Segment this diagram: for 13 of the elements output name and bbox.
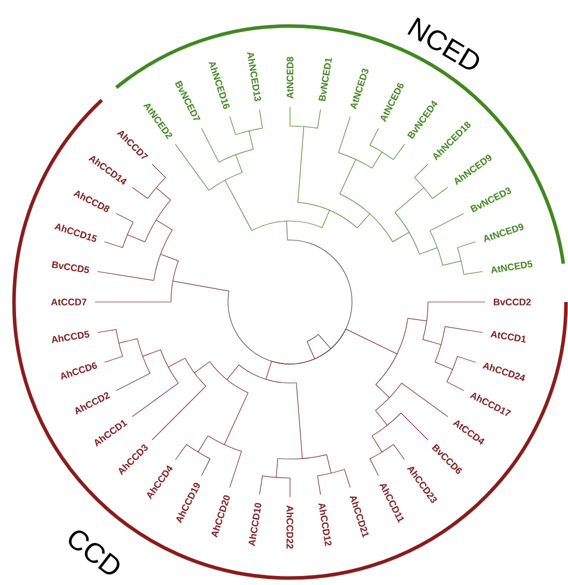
leaf-label: BvCCD5 bbox=[52, 261, 90, 274]
leaf-label: AtCCD7 bbox=[51, 298, 86, 306]
leaf-label: BvCCD2 bbox=[494, 298, 531, 306]
leaf-label: AtNCED5 bbox=[491, 260, 532, 274]
leaf-label: AhCCD22 bbox=[286, 505, 294, 549]
leaf-label: AtNCED8 bbox=[286, 56, 294, 99]
leaf-label: AhCCD5 bbox=[52, 330, 90, 344]
leaf-label: AtCCD1 bbox=[490, 330, 526, 343]
leaf-label: BvNCED1 bbox=[318, 58, 332, 102]
leaf-label: AhCCD10 bbox=[248, 503, 262, 546]
leaf-label: AhNCED13 bbox=[247, 52, 262, 102]
clade-label: CCD bbox=[68, 530, 120, 574]
leaf-label: AhCCD12 bbox=[318, 503, 332, 546]
